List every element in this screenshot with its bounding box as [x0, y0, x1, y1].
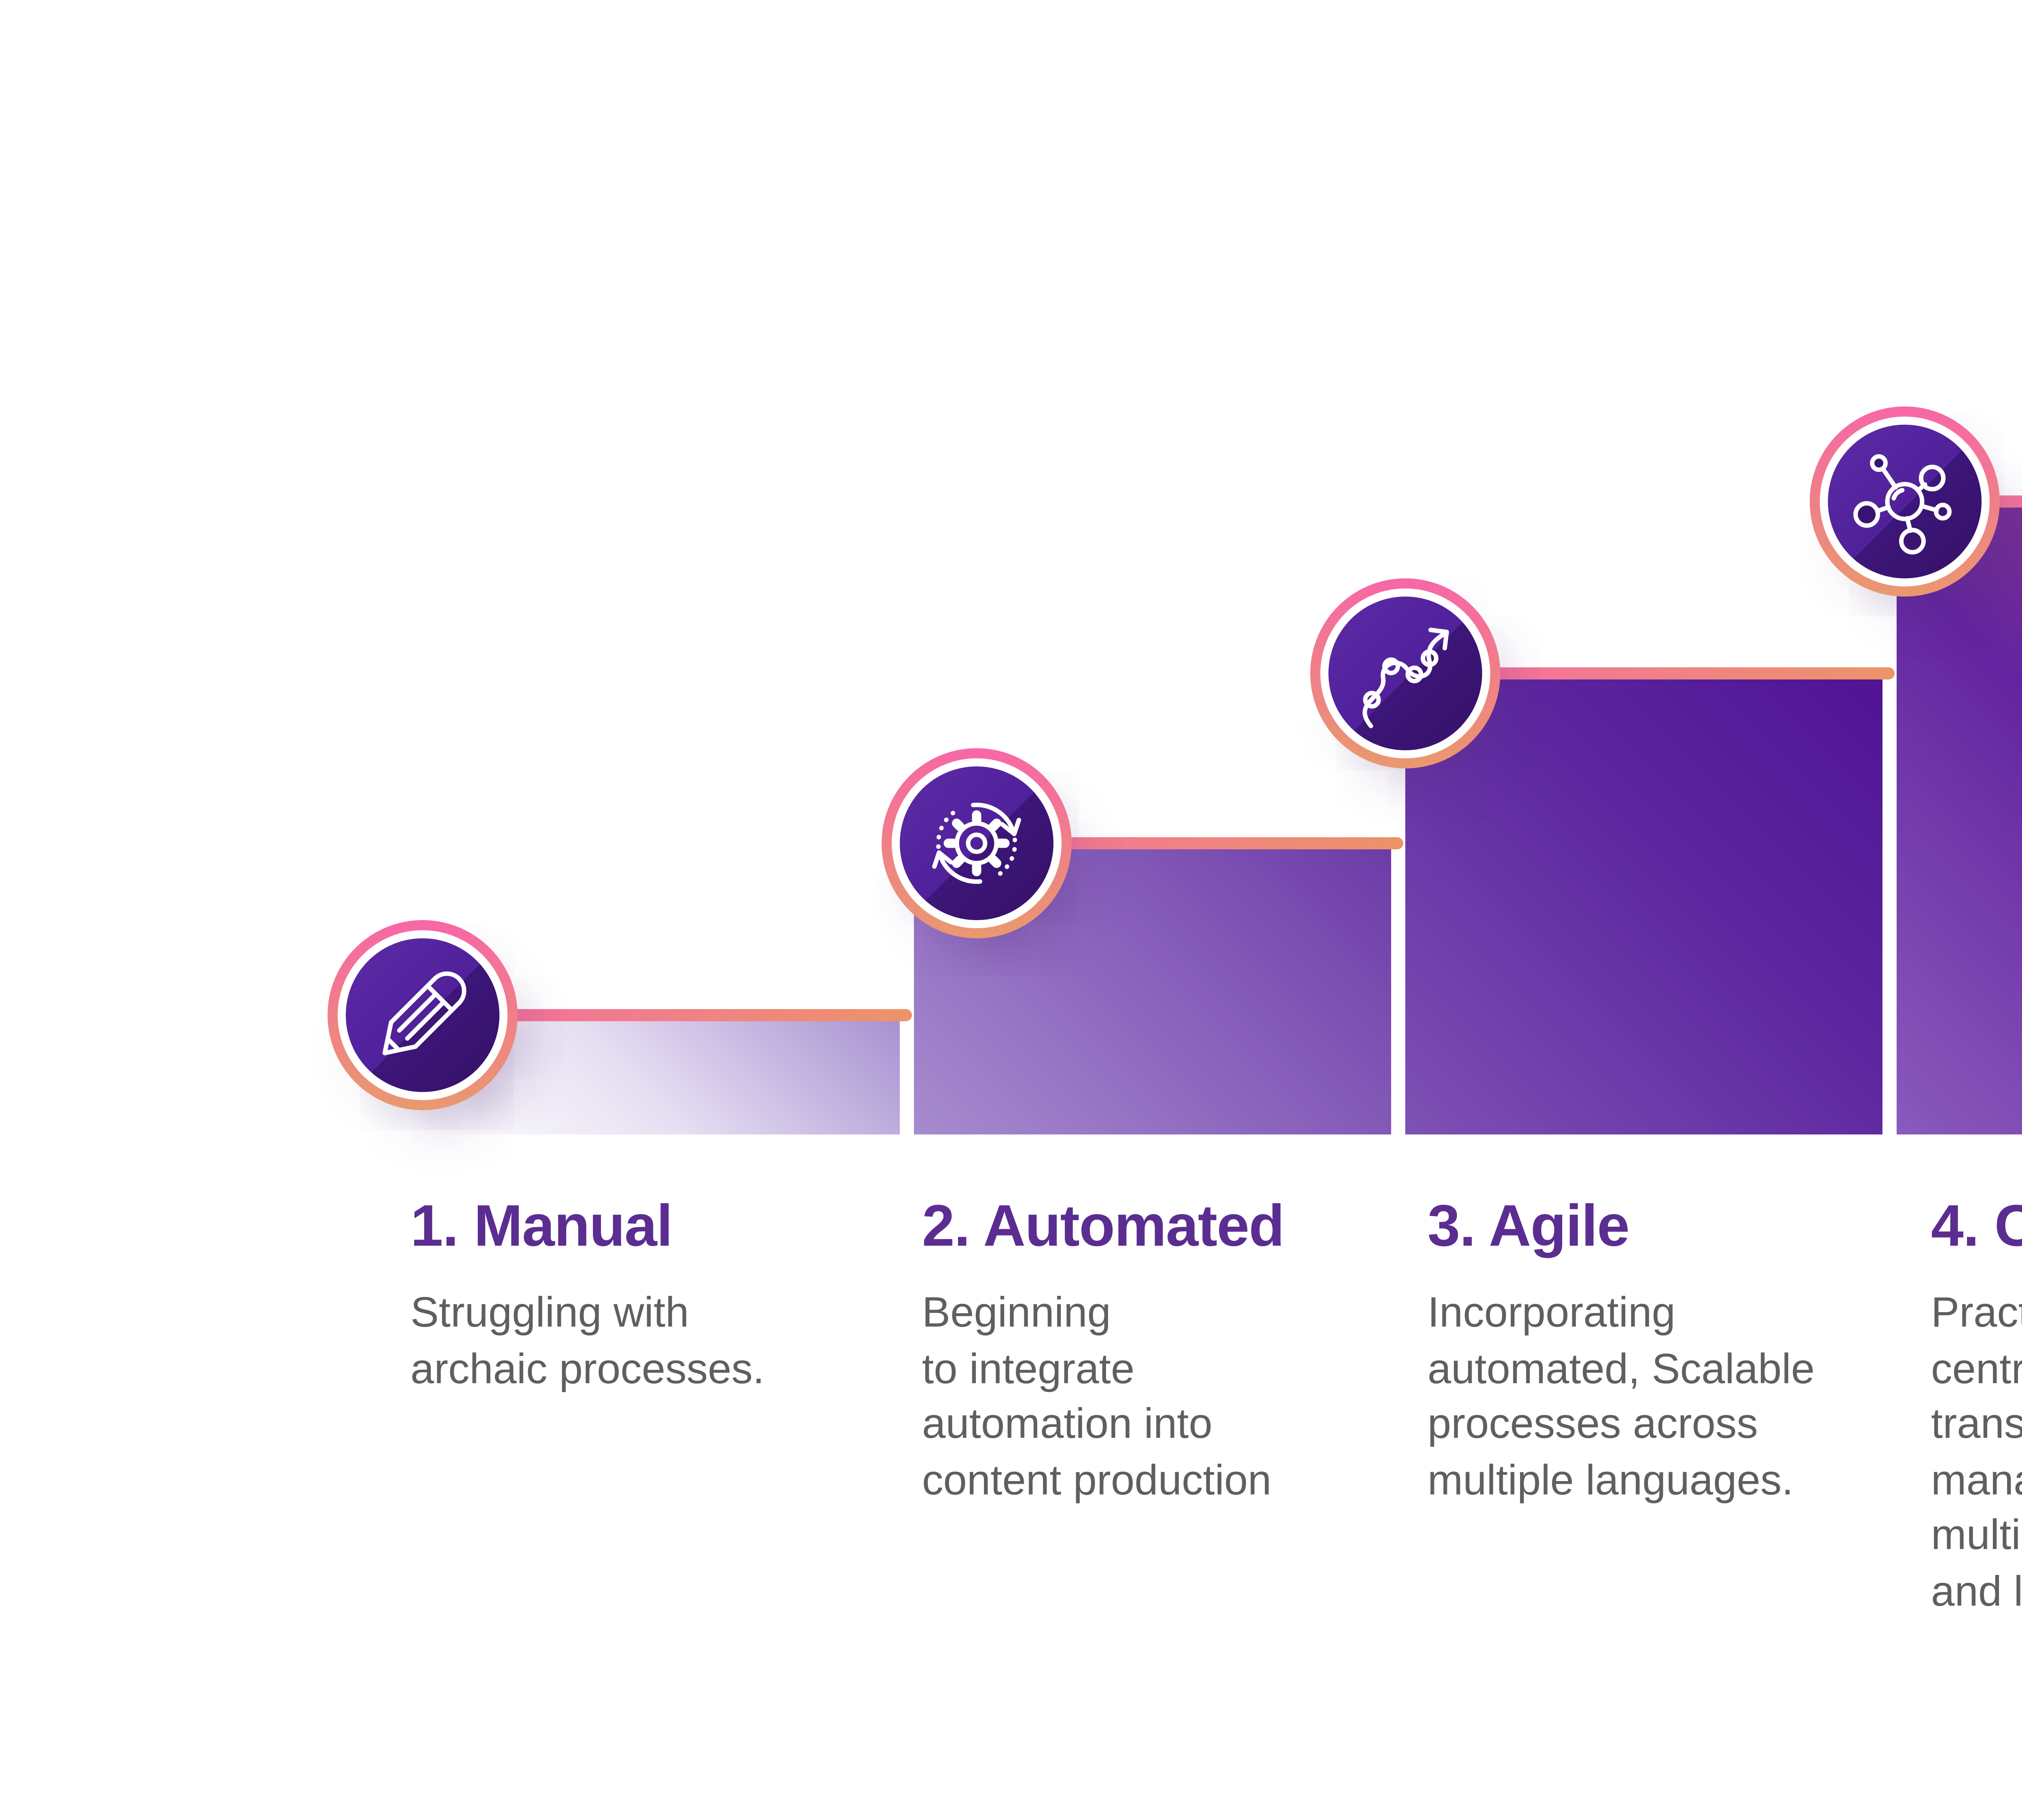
step-heading: 3. Agile: [1428, 1195, 1630, 1260]
badge-automated: [882, 748, 1072, 938]
badge-disc: [1328, 597, 1482, 750]
badge-agile: [1310, 578, 1500, 768]
winding-path-icon: [1362, 628, 1449, 728]
badge-manual: [328, 920, 518, 1110]
bar-centralized: [1893, 495, 2022, 1134]
bar-fill: [1897, 506, 2022, 1134]
network-hub-icon: [1853, 454, 1952, 555]
badge-disc: [346, 938, 499, 1092]
step-description: Beginning to integrate automation into c…: [922, 1291, 1271, 1505]
badge-disc: [1828, 425, 1982, 578]
step-text-centralized: 4. Centralized Practicing strategic cent…: [1931, 1195, 2022, 1621]
badge-centralized: [1810, 406, 2000, 597]
badge-disc: [900, 766, 1053, 920]
step-text-manual: 1. Manual Struggling with archaic proces…: [410, 1195, 896, 1398]
step-heading: 1. Manual: [410, 1195, 673, 1260]
step-text-agile: 3. Agile Incorporating automated, Scalab…: [1428, 1195, 1913, 1509]
pencil-icon: [382, 971, 467, 1056]
sync-gear-icon: [932, 802, 1021, 884]
step-description: Struggling with archaic processes.: [410, 1291, 765, 1393]
step-text-automated: 2. Automated Beginning to integrate auto…: [922, 1195, 1407, 1509]
step-heading: 2. Automated: [922, 1195, 1285, 1260]
step-description: Incorporating automated, Scalable proces…: [1428, 1291, 1815, 1505]
bar-fill: [1405, 677, 1882, 1134]
step-description: Practicing strategic centralized transla…: [1931, 1291, 2022, 1616]
step-heading: 4. Centralized: [1931, 1195, 2022, 1260]
